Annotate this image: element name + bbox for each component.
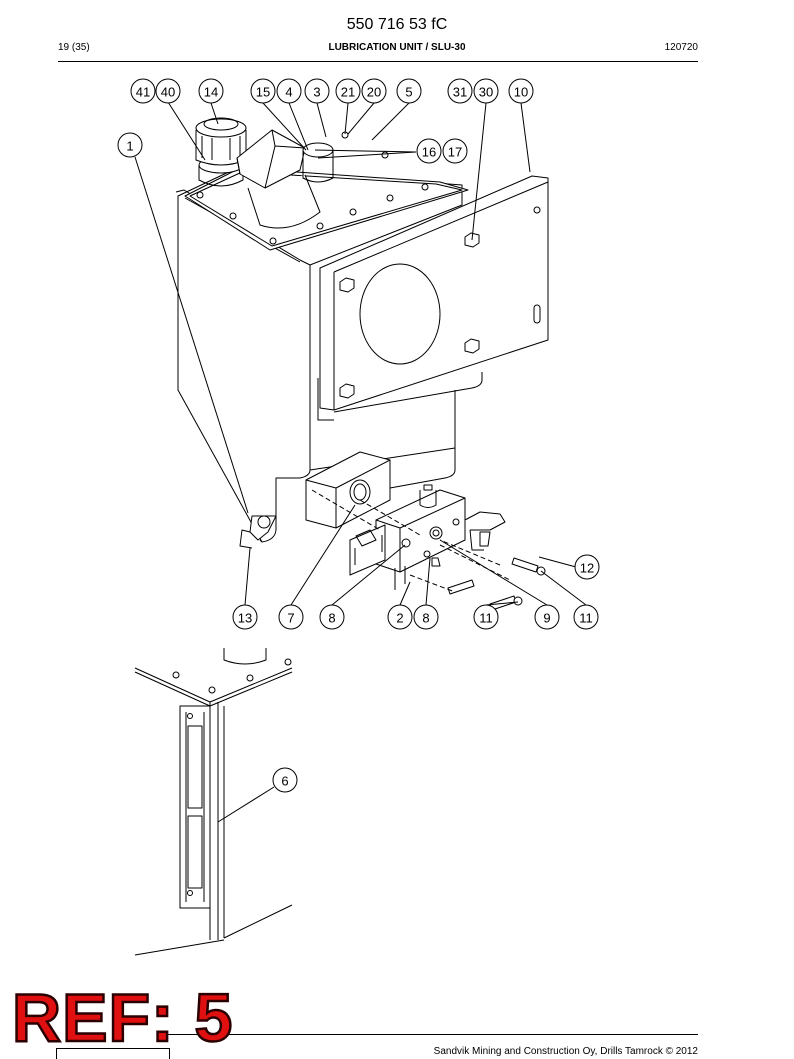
- callout-label-11: 11: [479, 611, 493, 626]
- valve-block: [239, 451, 546, 611]
- callout-label-17: 17: [448, 145, 462, 160]
- callout-label-7: 7: [287, 611, 294, 626]
- footer-rule: [160, 1034, 698, 1035]
- page-number: 19 (35): [58, 42, 90, 53]
- leader-lines: [134, 101, 587, 823]
- callout-label-10: 10: [514, 85, 528, 100]
- callout-11-second: [573, 604, 599, 630]
- callout-label-2: 2: [396, 611, 403, 626]
- callout-label-5: 5: [405, 85, 412, 100]
- assembly-centerlines: [311, 489, 511, 593]
- filler-cap: [195, 117, 247, 187]
- callout-11: [473, 604, 499, 630]
- callout-label-1: 1: [126, 139, 133, 154]
- callout-bubbles: [117, 78, 600, 793]
- callout-label-14: 14: [204, 85, 218, 100]
- callout-label-15: 15: [256, 85, 270, 100]
- ref-stamp: REF: 5: [11, 980, 234, 1056]
- callout-label-12: 12: [580, 561, 594, 576]
- callout-label-20: 20: [367, 85, 381, 100]
- callout-30: [473, 78, 499, 104]
- callout-label-30: 30: [479, 85, 493, 100]
- callout-label-4: 4: [285, 85, 292, 100]
- footer-copyright: Sandvik Mining and Construction Oy, Dril…: [433, 1046, 698, 1057]
- header-rule: [58, 61, 698, 62]
- callout-5: [396, 78, 422, 104]
- callout-7: [278, 604, 304, 630]
- callout-10: [508, 78, 534, 104]
- callout-label-11-second: 11: [579, 611, 593, 626]
- callout-12: [574, 554, 600, 580]
- callout-16: [416, 138, 442, 164]
- detail-view: [134, 648, 293, 956]
- callout-label-31: 31: [453, 85, 467, 100]
- callout-17: [442, 138, 468, 164]
- callout-41: [130, 78, 156, 104]
- callout-label-13: 13: [238, 611, 252, 626]
- callout-13: [232, 604, 258, 630]
- callout-label-21: 21: [341, 85, 355, 100]
- date-code: 120720: [664, 42, 698, 53]
- callout-2: [387, 604, 413, 630]
- callout-3: [304, 78, 330, 104]
- tank-body: [175, 167, 463, 543]
- callout-9: [534, 604, 560, 630]
- callout-label-6: 6: [281, 774, 288, 789]
- callout-20: [361, 78, 387, 104]
- document-number: 550 716 53 fC: [346, 16, 448, 33]
- callout-1: [117, 132, 143, 158]
- callout-6: [272, 767, 298, 793]
- callout-4: [276, 78, 302, 104]
- callout-label-8: 8: [328, 611, 335, 626]
- callout-21: [335, 78, 361, 104]
- callout-label-40: 40: [161, 85, 175, 100]
- breather-pipe: [236, 129, 334, 229]
- callout-14: [198, 78, 224, 104]
- callout-31: [447, 78, 473, 104]
- callout-40: [155, 78, 181, 104]
- callout-label-16: 16: [422, 145, 436, 160]
- callout-15: [250, 78, 276, 104]
- callout-label-41: 41: [136, 85, 150, 100]
- callout-label-3: 3: [313, 85, 320, 100]
- callout-8: [319, 604, 345, 630]
- page-title: LUBRICATION UNIT / SLU-30: [328, 42, 466, 53]
- mounting-plate: [317, 175, 549, 421]
- callout-8-second: [413, 604, 439, 630]
- callout-label-8-second: 8: [422, 611, 429, 626]
- callout-label-9: 9: [543, 611, 550, 626]
